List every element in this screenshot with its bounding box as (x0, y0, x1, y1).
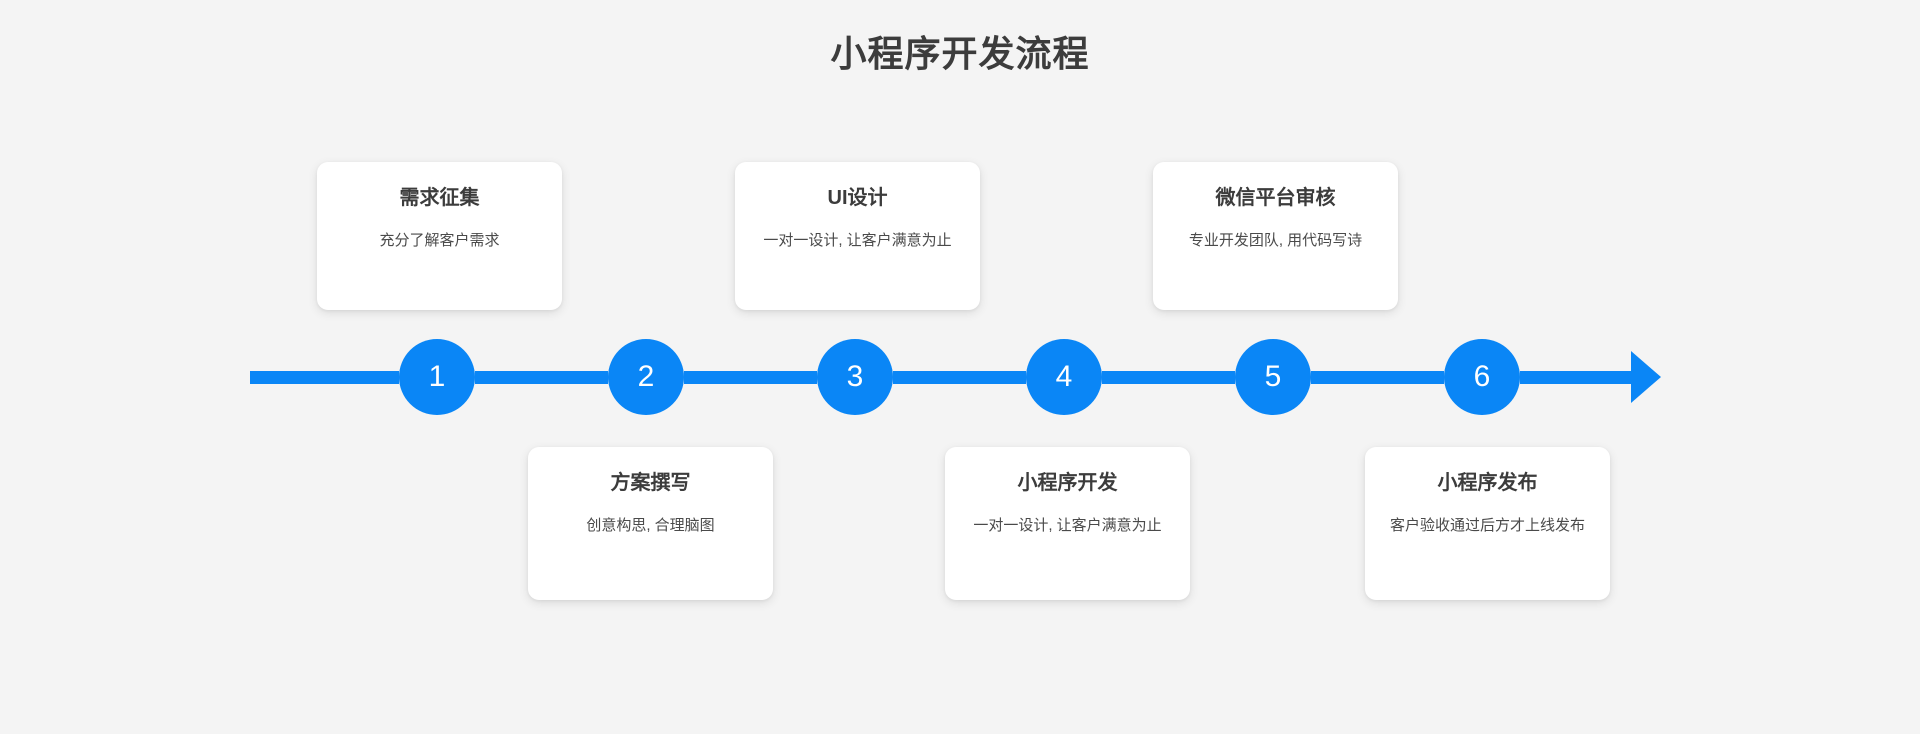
timeline-node-6-number: 6 (1473, 360, 1491, 393)
step-card-6-desc: 客户验收通过后方才上线发布 (1389, 517, 1585, 534)
timeline-node-6[interactable]: 6 (1444, 339, 1520, 415)
timeline-node-5-number: 5 (1264, 360, 1282, 393)
timeline-segment-3-4 (893, 371, 1026, 384)
step-card-5-desc: 专业开发团队, 用代码写诗 (1188, 232, 1363, 249)
step-card-6-title: 小程序发布 (1437, 472, 1538, 494)
timeline-node-4[interactable]: 4 (1026, 339, 1102, 415)
timeline-node-2-number: 2 (637, 360, 655, 393)
step-card-6[interactable]: 小程序发布 客户验收通过后方才上线发布 (1365, 447, 1610, 600)
timeline-node-5[interactable]: 5 (1235, 339, 1311, 415)
step-card-5[interactable]: 微信平台审核 专业开发团队, 用代码写诗 (1153, 162, 1398, 310)
timeline-node-3-number: 3 (846, 360, 864, 393)
step-card-4-desc: 一对一设计, 让客户满意为止 (973, 517, 1162, 534)
timeline-segment-start (250, 371, 399, 384)
step-card-4[interactable]: 小程序开发 一对一设计, 让客户满意为止 (945, 447, 1190, 600)
page-title: 小程序开发流程 (830, 33, 1090, 74)
timeline-node-1-number: 1 (428, 360, 446, 393)
step-card-4-title: 小程序开发 (1017, 472, 1118, 494)
arrow-right-icon (1631, 351, 1661, 403)
step-card-1[interactable]: 需求征集 充分了解客户需求 (317, 162, 562, 310)
timeline-node-1[interactable]: 1 (399, 339, 475, 415)
timeline-segment-end (1520, 371, 1635, 384)
timeline-segment-5-6 (1311, 371, 1444, 384)
step-card-2-title: 方案撰写 (610, 472, 691, 494)
step-card-1-desc: 充分了解客户需求 (379, 232, 500, 249)
timeline-node-2[interactable]: 2 (608, 339, 684, 415)
step-card-1-title: 需求征集 (399, 187, 480, 209)
step-card-3-title: UI设计 (827, 187, 888, 209)
timeline-node-4-number: 4 (1055, 360, 1073, 393)
step-card-2[interactable]: 方案撰写 创意构思, 合理脑图 (528, 447, 773, 600)
step-card-5-title: 微信平台审核 (1215, 187, 1336, 209)
timeline-segment-4-5 (1102, 371, 1235, 384)
step-card-2-desc: 创意构思, 合理脑图 (586, 517, 715, 534)
timeline-node-3[interactable]: 3 (817, 339, 893, 415)
step-card-3-desc: 一对一设计, 让客户满意为止 (763, 232, 952, 249)
timeline-segment-2-3 (684, 371, 817, 384)
timeline-segment-1-2 (475, 371, 608, 384)
step-card-3[interactable]: UI设计 一对一设计, 让客户满意为止 (735, 162, 980, 310)
